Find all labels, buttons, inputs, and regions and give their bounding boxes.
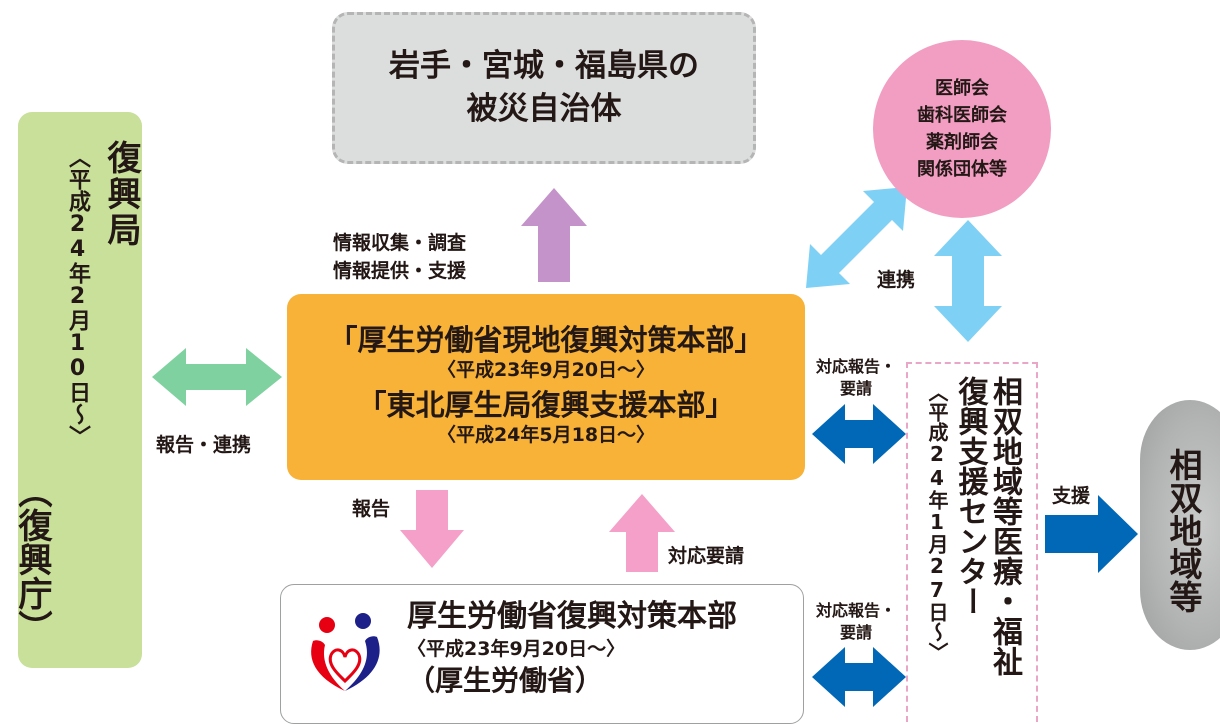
mhlw-date: 〈平成23年9月20日〜〉 <box>407 638 626 660</box>
report-request-top-arrow <box>812 404 906 464</box>
info-up-arrow <box>521 188 587 282</box>
mhlw-reconstruction-hq-box: 厚生労働省復興対策本部 〈平成23年9月20日〜〉 （厚生労働省） <box>280 584 804 724</box>
reconstruction-agency-name: 復興局 <box>101 140 141 248</box>
report-request-top-line-1: 対応報告・ <box>815 357 896 376</box>
cooperation-vertical-arrow <box>934 220 1002 342</box>
report-cooperation-arrow <box>152 348 282 406</box>
request-label: 対応要請 <box>668 545 745 567</box>
mhlw-title: 厚生労働省復興対策本部 <box>407 599 737 634</box>
center-date: 〈平成24年1月27日〜〉 <box>925 382 949 662</box>
medical-association-circle: 医師会 歯科医師会 薬剤師会 関係団体等 <box>873 40 1051 218</box>
hq-date-2: 〈平成24年5月18日〜〉 <box>436 424 656 447</box>
hq-date-1: 〈平成23年9月20日〜〉 <box>436 359 656 382</box>
request-up-arrow <box>609 494 675 572</box>
report-request-top-label: 対応報告・ 要請 <box>808 356 904 399</box>
soso-region-name: 相双地域等 <box>1164 448 1203 613</box>
hq-title-2: 「東北厚生局復興支援本部」 <box>357 388 735 422</box>
cooperation-label: 連携 <box>877 269 916 291</box>
reconstruction-agency-date: 〈平成24年2月10日〜〉 <box>65 146 90 447</box>
municipalities-line-2: 被災自治体 <box>466 91 622 127</box>
association-line-3: 薬剤師会 <box>926 132 998 153</box>
report-label: 報告 <box>352 498 391 520</box>
report-cooperation-label: 報告・連携 <box>156 434 252 456</box>
support-label: 支援 <box>1052 485 1091 507</box>
report-request-bottom-arrow <box>812 647 906 707</box>
center-name-column-1: 相双地域等医療・福祉 <box>987 376 1022 676</box>
mhlw-logo-icon <box>311 613 380 691</box>
support-right-arrow <box>1045 495 1138 573</box>
association-line-2: 歯科医師会 <box>917 105 1007 126</box>
report-down-arrow <box>400 490 464 568</box>
local-reconstruction-hq-box: 「厚生労働省現地復興対策本部」 〈平成23年9月20日〜〉 「東北厚生局復興支援… <box>287 294 805 480</box>
mhlw-org: （厚生労働省） <box>407 663 604 697</box>
report-request-bottom-line-2: 要請 <box>839 622 872 642</box>
mhlw-text-group: 厚生労働省復興対策本部 〈平成23年9月20日〜〉 （厚生労働省） <box>407 597 737 699</box>
soso-support-center-box: 相双地域等医療・福祉 復興支援センター 〈平成24年1月27日〜〉 <box>906 362 1038 722</box>
center-name-column-2: 復興支援センター <box>952 376 988 616</box>
cooperation-diagonal-arrow <box>806 187 907 288</box>
info-provision-label: 情報提供・支援 <box>333 260 467 282</box>
soso-region-shape: 相双地域等 <box>1140 400 1220 650</box>
report-request-top-line-2: 要請 <box>839 378 872 398</box>
reconstruction-agency-renamed: （復興庁） <box>12 474 52 644</box>
info-collection-label: 情報収集・調査 <box>333 232 467 254</box>
report-request-bottom-line-1: 対応報告・ <box>815 601 896 620</box>
affected-municipalities-box: 岩手・宮城・福島県の 被災自治体 <box>332 12 756 164</box>
report-request-bottom-label: 対応報告・ 要請 <box>808 600 904 643</box>
municipalities-line-1: 岩手・宮城・福島県の <box>389 47 699 84</box>
reconstruction-agency-box: 復興局 〈平成24年2月10日〜〉 （復興庁） <box>12 112 142 668</box>
association-line-4: 関係団体等 <box>917 159 1007 180</box>
association-line-1: 医師会 <box>935 78 989 99</box>
hq-title-1: 「厚生労働省現地復興対策本部」 <box>328 323 764 358</box>
